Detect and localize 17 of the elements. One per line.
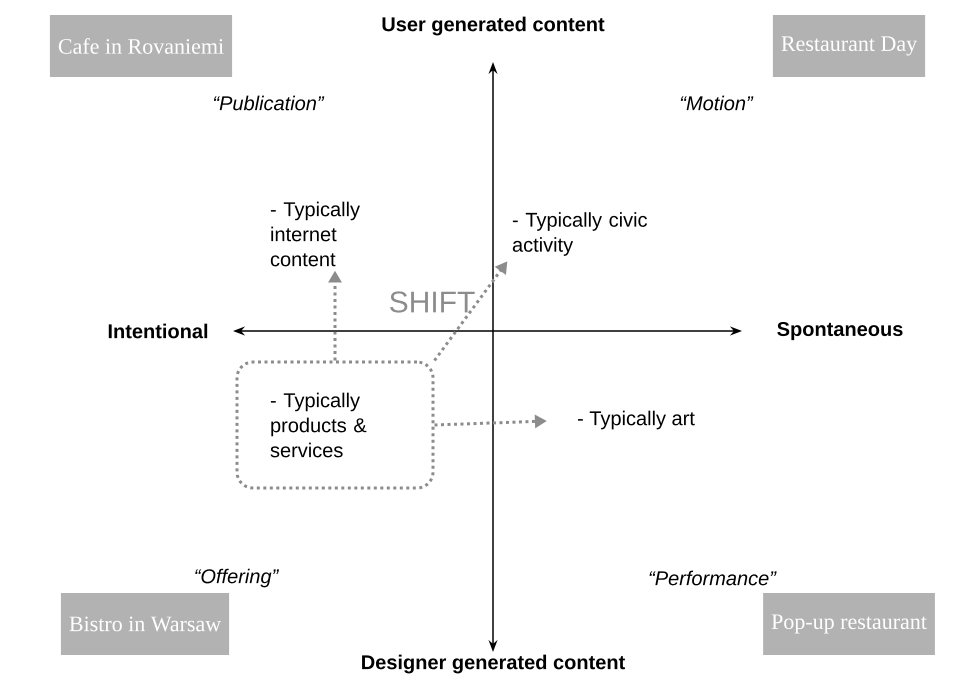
quadrant-title: “Performance” bbox=[650, 570, 777, 586]
axis-label: Spontaneous bbox=[777, 322, 903, 340]
quadrant-text: - Typically art bbox=[578, 410, 695, 430]
group-box: - Typically products & services bbox=[236, 360, 434, 490]
shift-label: SHIFT bbox=[390, 291, 475, 313]
quadrant-text: - Typically civic activity bbox=[512, 212, 648, 256]
label-box: Pop-up restaurant bbox=[763, 593, 935, 655]
axis-label: Intentional bbox=[108, 324, 208, 338]
label-box: Cafe in Rovaniemi bbox=[50, 15, 232, 77]
quadrant-title: “Offering” bbox=[195, 568, 279, 588]
axis-label: User generated content bbox=[382, 16, 604, 36]
label-box: Bistro in Warsaw bbox=[60, 593, 230, 655]
label-box: Restaurant Day bbox=[772, 15, 926, 77]
quadrant-title: “Publication” bbox=[214, 96, 324, 110]
quadrant-title: “Motion” bbox=[680, 96, 754, 110]
axis-label: Designer generated content bbox=[362, 654, 625, 674]
quadrant-text: - Typically internet content bbox=[270, 202, 360, 266]
